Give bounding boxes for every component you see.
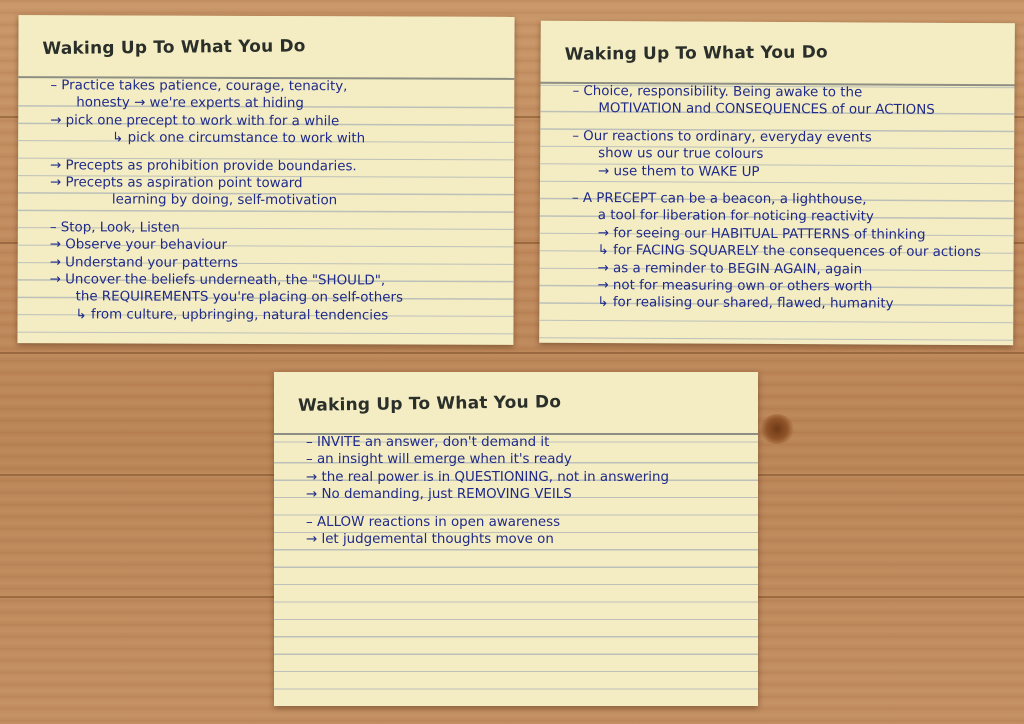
note-line: – ALLOW reactions in open awareness (306, 514, 561, 530)
card-notes: – INVITE an answer, don't demand it – an… (292, 434, 750, 548)
note-line: → Uncover the beliefs underneath, the "S… (49, 272, 386, 289)
note-line: ↳ from culture, upbringing, natural tend… (75, 307, 389, 324)
note-line: learning by doing, self-motivation (111, 192, 338, 209)
note-line: show us our true colours (598, 146, 764, 163)
note-line: → Precepts as prohibition provide bounda… (50, 157, 357, 174)
note-line: honesty → we're experts at hiding (76, 95, 304, 112)
card-notes: – Practice takes patience, courage, tena… (35, 77, 506, 325)
index-card-1: Waking Up To What You Do – Practice take… (17, 15, 515, 345)
note-line: – INVITE an answer, don't demand it (306, 435, 550, 450)
note-line: the REQUIREMENTS you're placing on self-… (75, 289, 403, 306)
note-line: → pick one precept to work with for a wh… (50, 113, 340, 130)
note-line: – Stop, Look, Listen (49, 219, 180, 236)
note-line: MOTIVATION and CONSEQUENCES of our ACTIO… (598, 101, 935, 119)
note-line: → Observe your behaviour (49, 237, 228, 253)
card-header-rule (274, 433, 758, 435)
wood-knot (760, 414, 794, 444)
note-line: a tool for liberation for noticing react… (597, 208, 874, 225)
card-title: Waking Up To What You Do (297, 392, 562, 416)
note-line: ↳ for FACING SQUARELY the consequences o… (597, 243, 981, 261)
note-line: – Practice takes patience, courage, tena… (50, 78, 348, 95)
note-line: – an insight will emerge when it's ready (306, 452, 572, 468)
card-title: Waking Up To What You Do (42, 36, 306, 60)
note-line: → as a reminder to BEGIN AGAIN, again (597, 260, 863, 277)
note-line: → No demanding, just REMOVING VEILS (306, 487, 572, 503)
note-line: → use them to WAKE UP (598, 163, 760, 180)
wood-plank-seam (0, 352, 1024, 354)
note-line: → Precepts as aspiration point toward (49, 175, 303, 192)
note-line: ↳ pick one circumstance to work with (112, 130, 366, 147)
note-line: → Understand your patterns (49, 254, 238, 271)
note-line: ↳ for realising our shared, flawed, huma… (597, 295, 894, 312)
card-notes: – Choice, responsibility. Being awake to… (557, 83, 1006, 314)
index-card-2: Waking Up To What You Do – Choice, respo… (539, 20, 1015, 346)
note-line: → the real power is in QUESTIONING, not … (306, 469, 669, 485)
note-line: → let judgemental thoughts move on (306, 531, 554, 547)
card-title: Waking Up To What You Do (564, 42, 828, 65)
index-card-3: Waking Up To What You Do – INVITE an ans… (274, 372, 758, 706)
